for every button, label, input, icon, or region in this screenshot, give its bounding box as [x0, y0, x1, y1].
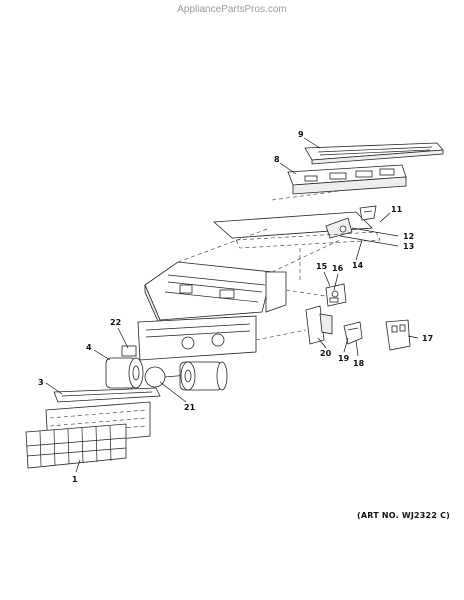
- part-1-air-filter[interactable]: [25, 423, 127, 469]
- callout-8: 8: [274, 155, 280, 164]
- watermark: AppliancePartsPros.com: [177, 4, 287, 15]
- callout-4: 4: [86, 343, 92, 352]
- callout-14: 14: [352, 261, 364, 270]
- assembly-guide-lines: [255, 189, 347, 341]
- blower-wheel-right[interactable]: [179, 361, 228, 391]
- callout-21: 21: [184, 403, 196, 412]
- main-chassis[interactable]: [144, 227, 341, 327]
- part-4-blower-wheel[interactable]: [105, 357, 144, 389]
- callout-15: 15: [316, 262, 328, 271]
- callout-13: 13: [403, 242, 414, 251]
- part-12-13-control-board[interactable]: [213, 211, 373, 239]
- part-20-bracket[interactable]: [305, 305, 333, 345]
- part-18-19-bracket[interactable]: [343, 321, 363, 345]
- callout-labels: 9 8 11 12 13 14 15 16 17 18 19 20 21 22 …: [38, 130, 433, 484]
- art-number: (ART NO. WJ2322 C): [356, 511, 450, 520]
- callout-22: 22: [110, 318, 121, 327]
- part-11-bracket[interactable]: [359, 205, 377, 221]
- callout-20: 20: [320, 349, 332, 358]
- part-3-filter-frame[interactable]: [53, 387, 161, 403]
- part-17-terminal-block[interactable]: [385, 319, 411, 351]
- callout-19: 19: [338, 354, 350, 363]
- part-14-strip[interactable]: [235, 231, 381, 249]
- callout-1: 1: [72, 475, 78, 484]
- callout-16: 16: [332, 264, 344, 273]
- callout-18: 18: [353, 359, 365, 368]
- part-15-16-switch[interactable]: [325, 283, 347, 307]
- leader-lines: [45, 137, 419, 473]
- callout-17: 17: [422, 334, 433, 343]
- callout-3: 3: [38, 378, 44, 387]
- callout-9: 9: [298, 130, 304, 139]
- blower-housing[interactable]: [121, 315, 257, 361]
- part-8-control-housing[interactable]: [287, 164, 407, 195]
- callout-11: 11: [391, 205, 403, 214]
- callout-12: 12: [403, 232, 414, 241]
- part-9-top-cover[interactable]: [304, 142, 444, 165]
